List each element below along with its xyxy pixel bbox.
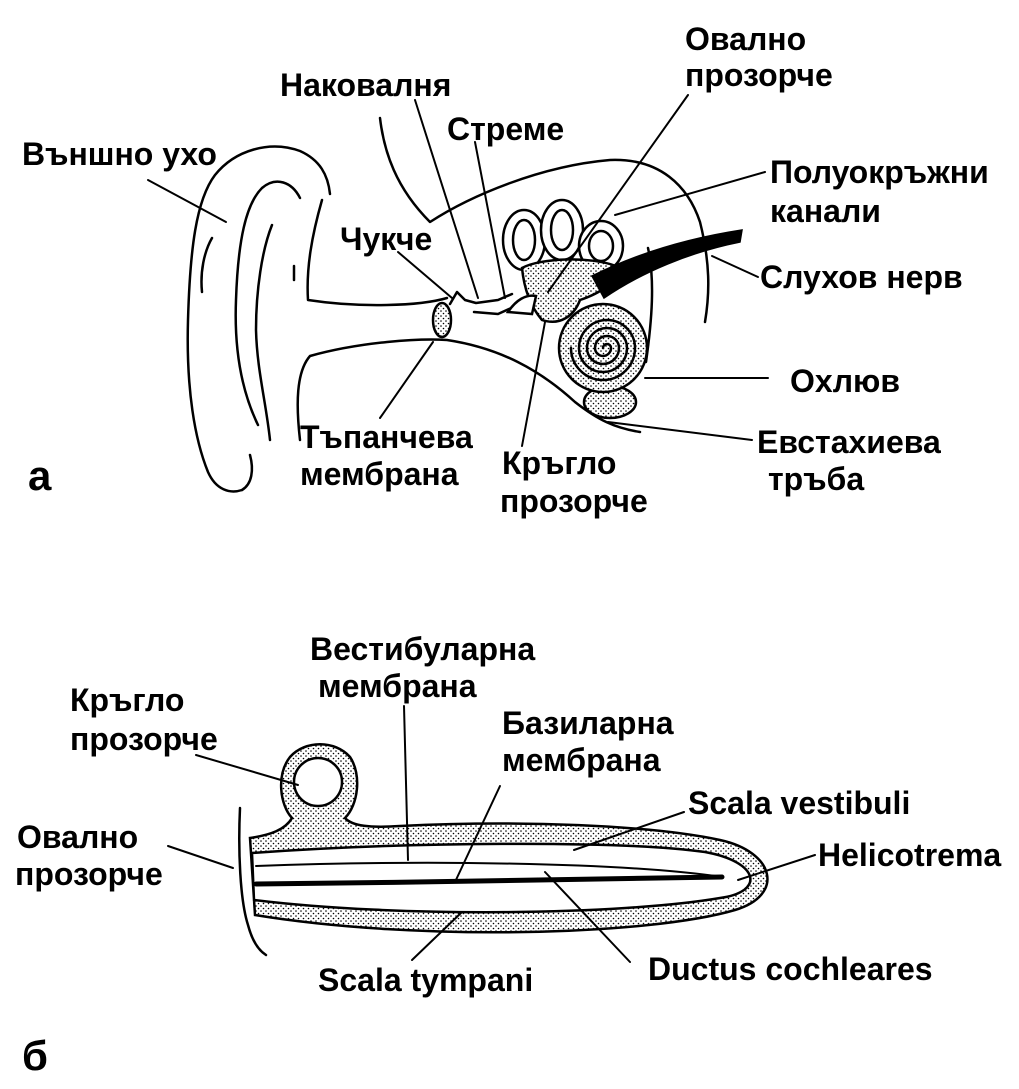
auditory-nerve: [590, 229, 743, 300]
leader-line-tympanic-membrane: [379, 341, 434, 419]
leader-line-helicotrema: [737, 854, 816, 881]
cochlea-shell: [248, 743, 769, 934]
oval-window-wall: [238, 806, 268, 957]
label-round-window-b-line1: Кръгло: [70, 682, 184, 718]
leader-line-outer-ear: [147, 179, 227, 223]
leader-line-eustachian-tube: [607, 421, 753, 441]
label-auditory-nerve: Слухов нерв: [760, 259, 963, 295]
leader-line-ductus-cochleares: [544, 871, 631, 963]
leader-line-scala-tympani: [411, 911, 463, 961]
label-vestibular-membrane-line2: мембрана: [318, 668, 477, 704]
leader-line-oval-window-b: [167, 845, 234, 869]
label-scala-tympani: Scala tympani: [318, 962, 533, 998]
pinna-outer-outline: [186, 145, 332, 493]
panel-a-ear-diagram: Овално прозорче Наковалня Стреме Външно …: [22, 21, 989, 519]
label-outer-ear: Външно ухо: [22, 136, 217, 172]
label-cochlea: Охлюв: [790, 363, 900, 399]
stapes-footplate: [505, 294, 538, 316]
label-helicotrema: Helicotrema: [818, 837, 1001, 873]
label-round-window-line2: прозорче: [500, 483, 648, 519]
label-round-window-b-line2: прозорче: [70, 721, 218, 757]
label-ductus-cochleares: Ductus cochleares: [648, 951, 933, 987]
label-malleus: Чукче: [340, 221, 432, 257]
label-semicircular-canals-line2: канали: [770, 193, 881, 229]
pinna-antihelix: [234, 180, 302, 427]
leader-line-vestibular-membrane: [403, 705, 409, 861]
label-incus: Наковалня: [280, 67, 451, 103]
ear-canal-lower-wall: [296, 338, 642, 442]
label-stapes: Стреме: [447, 111, 564, 147]
leader-line-semicircular-canals: [614, 171, 766, 216]
leader-line-basilar-membrane: [454, 785, 501, 883]
label-oval-window-line2: прозорче: [685, 57, 833, 93]
label-scala-vestibuli: Scala vestibuli: [688, 785, 910, 821]
leader-line-incus: [414, 99, 479, 299]
label-eustachian-tube-line2: тръба: [768, 461, 864, 497]
cochlea-spiral: [569, 318, 637, 382]
label-basilar-membrane-line1: Базиларна: [502, 705, 674, 741]
label-round-window-line1: Кръгло: [502, 445, 616, 481]
leader-line-scala-vestibuli: [573, 811, 685, 851]
leader-line-round-window-b: [195, 754, 299, 786]
leader-line-round-window: [521, 321, 546, 447]
label-oval-window-b-line1: Овално: [17, 819, 138, 855]
pinna-concha-line: [200, 236, 214, 294]
label-semicircular-canals-line1: Полуокръжни: [770, 154, 989, 190]
leader-line-stapes: [474, 141, 506, 299]
panel-label-a: а: [28, 452, 52, 499]
vestibular-membrane: [255, 861, 723, 878]
label-vestibular-membrane-line1: Вестибуларна: [310, 631, 535, 667]
label-basilar-membrane-line2: мембрана: [502, 742, 661, 778]
leader-line-auditory-nerve: [711, 255, 759, 278]
semicircular-canals: [501, 198, 625, 273]
ear-canal-upper-wall: [306, 198, 449, 307]
label-eustachian-tube-line1: Евстахиева: [757, 424, 941, 460]
leader-line-malleus: [397, 251, 453, 299]
pinna-lobe: [240, 453, 254, 492]
label-oval-window-b-line2: прозорче: [15, 856, 163, 892]
panel-b-cochlea-schematic: Вестибуларна мембрана Кръгло прозорче Ба…: [15, 631, 1001, 1079]
label-tympanic-membrane-line1: Тъпанчева: [300, 419, 473, 455]
label-tympanic-membrane-line2: мембрана: [300, 456, 459, 492]
panel-label-b: б: [22, 1032, 48, 1079]
semicircular-canal-anterior-lumen: [511, 218, 537, 262]
basilar-membrane: [253, 874, 725, 887]
tympanic-membrane: [431, 301, 453, 339]
label-oval-window-line1: Овално: [685, 21, 806, 57]
leader-line-oval-window: [547, 94, 689, 293]
pinna-inner-fold: [254, 223, 274, 442]
semicircular-canal-lateral-lumen: [587, 229, 615, 263]
semicircular-canal-posterior-lumen: [549, 208, 575, 252]
